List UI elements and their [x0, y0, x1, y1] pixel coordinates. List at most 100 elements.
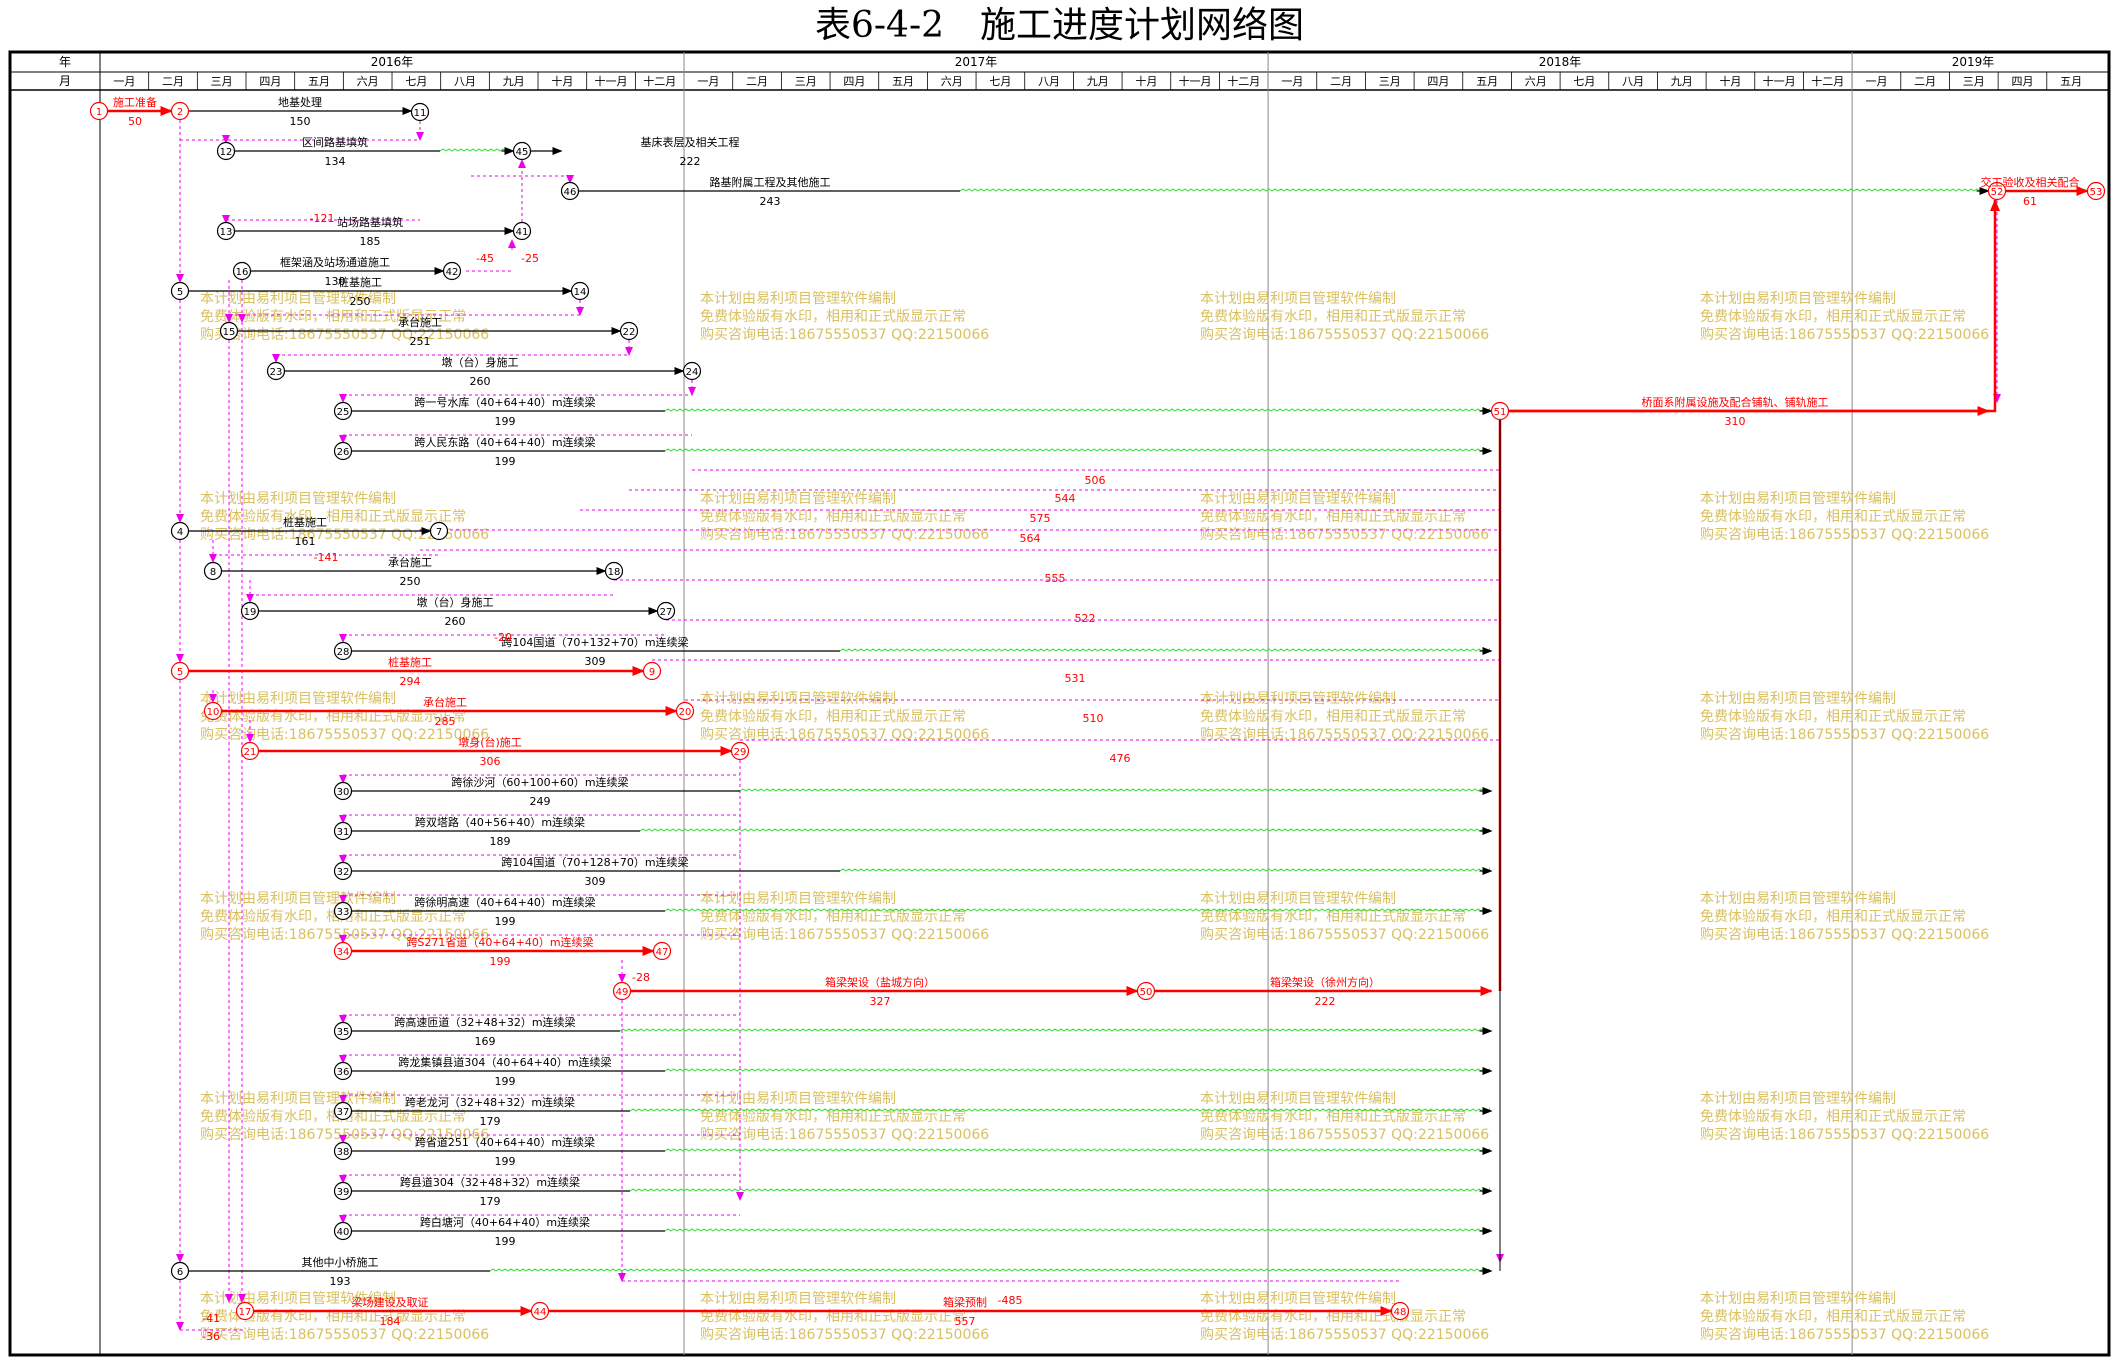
activity-name: 跨县道304（32+48+32）m连续梁 [400, 1175, 580, 1189]
watermark-text: 本计划由易利项目管理软件编制 [1700, 891, 1896, 907]
node-number: 15 [223, 327, 236, 338]
node-number: 4 [177, 527, 183, 538]
node-circle [410, 102, 430, 122]
watermark-text: 本计划由易利项目管理软件编制 [1200, 891, 1396, 907]
watermark-text: 购买咨询电话:18675550537 QQ:22150066 [1200, 727, 1489, 743]
activity-duration: 260 [445, 615, 466, 628]
float-label: 575 [1030, 512, 1051, 525]
node-number: 19 [244, 607, 257, 618]
activity-name: 桩基施工 [283, 515, 327, 529]
month-label: 一月 [113, 75, 135, 88]
activity-name: 地基处理 [278, 96, 322, 109]
activity-duration: 222 [1315, 995, 1336, 1008]
node-number: 49 [616, 987, 629, 998]
activity-duration: 199 [490, 955, 511, 968]
node-circle [730, 741, 750, 761]
node-number: 5 [177, 667, 183, 678]
node-1: 1 [89, 101, 109, 121]
month-label: 一月 [697, 75, 719, 88]
node-circle [219, 321, 239, 341]
node-circle [170, 1261, 190, 1281]
node-circle [333, 1181, 353, 1201]
node-circle [333, 1221, 353, 1241]
float-label: 555 [1045, 572, 1066, 585]
float-label: -28 [632, 971, 650, 984]
month-label: 三月 [211, 75, 233, 88]
node-circle [333, 1101, 353, 1121]
watermark-text: 本计划由易利项目管理软件编制 [200, 491, 396, 507]
free-float-line [664, 407, 1490, 412]
free-float-line [629, 1107, 1490, 1112]
node-circle [89, 101, 109, 121]
watermark-text: 免费体验版有水印，相用和正式版显示正常 [1200, 1109, 1466, 1125]
activity-duration: 285 [435, 715, 456, 728]
watermark-text: 购买咨询电话:18675550537 QQ:22150066 [700, 927, 989, 943]
node-circle [442, 261, 462, 281]
chart-frame [8, 50, 2111, 1357]
node-circle [512, 141, 532, 161]
node-8: 8 [203, 561, 223, 581]
activity-name: 跨一号水库（40+64+40）m连续梁 [414, 395, 595, 409]
activity-name: 桩基施工 [388, 655, 432, 669]
node-circle [619, 321, 639, 341]
dependency-layer [176, 120, 2001, 1331]
activity-name: 路基附属工程及其他施工 [710, 175, 831, 189]
watermark-text: 本计划由易利项目管理软件编制 [1700, 1091, 1896, 1107]
node-circle [642, 661, 662, 681]
node-number: 28 [337, 647, 350, 658]
float-label: 544 [1055, 492, 1076, 505]
node-number: 38 [337, 1147, 350, 1158]
node-circle [675, 701, 695, 721]
month-label: 五月 [2060, 75, 2082, 88]
month-label: 十月 [1719, 74, 1741, 88]
node-11: 11 [410, 102, 430, 122]
node-28: 28 [333, 641, 353, 661]
node-circle [235, 1301, 255, 1321]
watermark-text: 免费体验版有水印，相用和正式版显示正常 [700, 509, 966, 525]
node-circle [1136, 981, 1156, 1001]
month-label: 二月 [1330, 75, 1352, 88]
node-number: 45 [516, 147, 529, 158]
page-title: 表6-4-2 施工进度计划网络图 [814, 5, 1305, 46]
node-number: 11 [414, 108, 427, 119]
activity-duration: 189 [490, 835, 511, 848]
activity-duration: 250 [400, 575, 421, 588]
node-circle [232, 261, 252, 281]
node-4: 4 [170, 521, 190, 541]
node-number: 42 [446, 267, 459, 278]
watermark-text: 购买咨询电话:18675550537 QQ:22150066 [1700, 1127, 1989, 1143]
activity-duration: 243 [760, 195, 781, 208]
node-number: 33 [337, 907, 350, 918]
watermark-text: 本计划由易利项目管理软件编制 [1200, 491, 1396, 507]
month-label: 七月 [405, 75, 427, 88]
node-10: 10 [203, 701, 223, 721]
activity-duration: 134 [325, 155, 346, 168]
activity-name: 墩（台）身施工 [417, 595, 494, 609]
node-number: 36 [337, 1067, 350, 1078]
watermark-text: 购买咨询电话:18675550537 QQ:22150066 [1700, 327, 1989, 343]
watermark-text: 本计划由易利项目管理软件编制 [200, 291, 396, 307]
month-label: 九月 [503, 75, 525, 88]
activity-duration: 61 [2023, 195, 2037, 208]
activity-name: 跨徐沙河（60+100+60）m连续梁 [451, 775, 628, 789]
month-label: 三月 [1379, 75, 1401, 88]
node-circle [240, 741, 260, 761]
watermark-text: 本计划由易利项目管理软件编制 [700, 891, 896, 907]
activity-name: 桩基施工 [338, 275, 382, 289]
float-label: 522 [1075, 612, 1096, 625]
activity-name: 跨104国道（70+132+70）m连续梁 [501, 635, 688, 649]
year-label-2016: 2016年 [371, 55, 414, 69]
year-label-2017: 2017年 [955, 55, 998, 69]
node-number: 50 [1140, 987, 1153, 998]
watermark-text: 购买咨询电话:18675550537 QQ:22150066 [200, 327, 489, 343]
watermark-text: 本计划由易利项目管理软件编制 [1700, 291, 1896, 307]
node-circle [333, 1061, 353, 1081]
activity-name: 梁场建设及取证 [352, 1295, 429, 1309]
node-42: 42 [442, 261, 462, 281]
node-number: 13 [220, 227, 233, 238]
node-circle [2086, 181, 2106, 201]
float-label: -20 [494, 631, 512, 644]
month-label: 十二月 [643, 74, 676, 88]
node-number: 26 [337, 447, 350, 458]
activity-duration: 327 [870, 995, 891, 1008]
